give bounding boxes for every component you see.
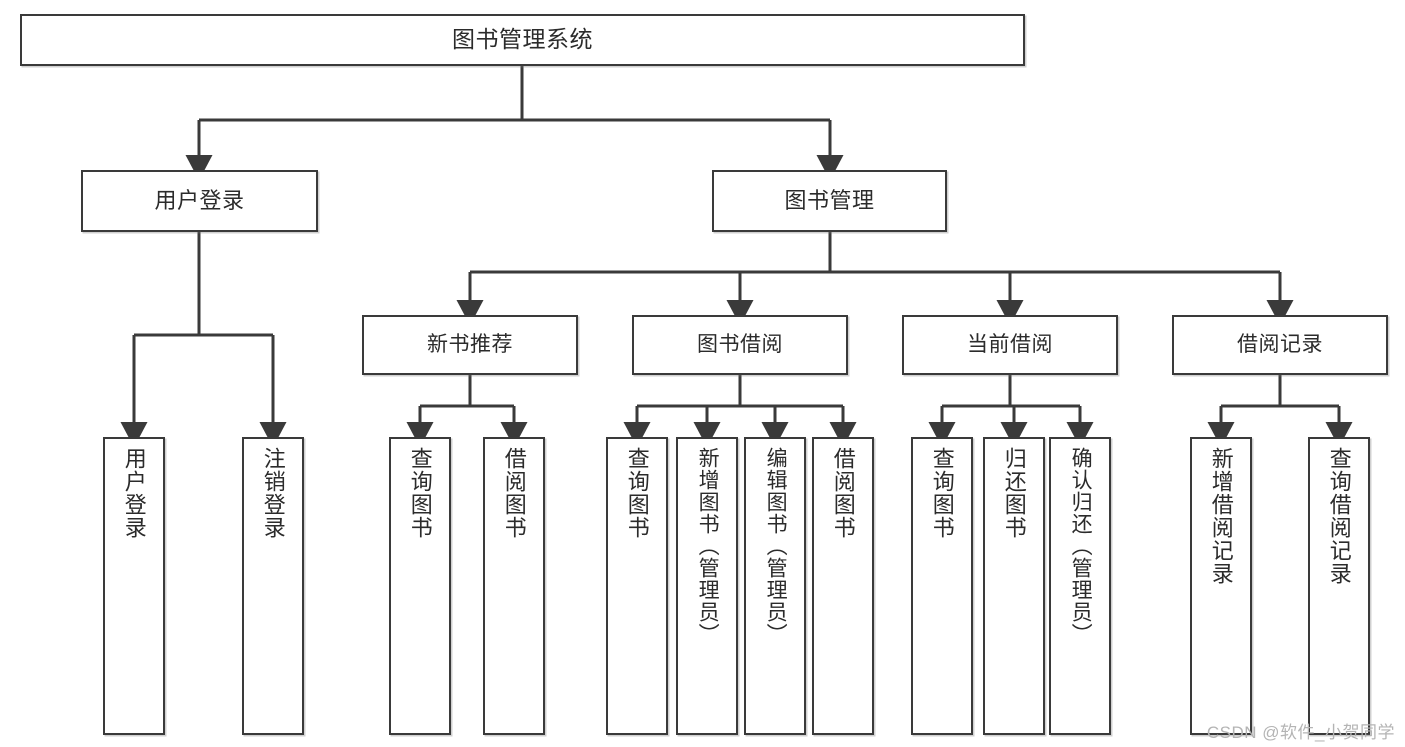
node-leaf-add-record[interactable]: 新增借阅记录 xyxy=(1190,437,1252,735)
node-book-manage-label: 图书管理 xyxy=(784,187,875,213)
node-current-borrow-label: 当前借阅 xyxy=(967,332,1053,356)
node-leaf-edit-book-label: 编辑图书（管理员） xyxy=(764,447,788,645)
node-root-label: 图书管理系统 xyxy=(452,26,593,53)
node-leaf-edit-book[interactable]: 编辑图书（管理员） xyxy=(744,437,806,735)
node-leaf-query-book-1[interactable]: 查询图书 xyxy=(389,437,451,735)
node-root[interactable]: 图书管理系统 xyxy=(20,14,1025,66)
node-leaf-confirm-return-label: 确认归还（管理员） xyxy=(1069,447,1093,645)
node-leaf-user-login-label: 用户登录 xyxy=(121,447,147,539)
node-leaf-user-login[interactable]: 用户登录 xyxy=(103,437,165,735)
node-leaf-add-book[interactable]: 新增图书（管理员） xyxy=(676,437,738,735)
node-leaf-add-record-label: 新增借阅记录 xyxy=(1208,447,1234,585)
node-borrow-record[interactable]: 借阅记录 xyxy=(1172,315,1388,375)
node-book-borrow[interactable]: 图书借阅 xyxy=(632,315,848,375)
node-leaf-confirm-return[interactable]: 确认归还（管理员） xyxy=(1049,437,1111,735)
node-book-borrow-label: 图书借阅 xyxy=(697,332,783,356)
node-leaf-query-book-3[interactable]: 查询图书 xyxy=(911,437,973,735)
node-leaf-query-record-label: 查询借阅记录 xyxy=(1326,447,1352,585)
node-leaf-borrow-book-2[interactable]: 借阅图书 xyxy=(812,437,874,735)
node-user-login-label: 用户登录 xyxy=(154,187,245,213)
node-current-borrow[interactable]: 当前借阅 xyxy=(902,315,1118,375)
node-leaf-user-logout[interactable]: 注销登录 xyxy=(242,437,304,735)
node-book-manage[interactable]: 图书管理 xyxy=(712,170,947,232)
node-leaf-return-book[interactable]: 归还图书 xyxy=(983,437,1045,735)
node-new-book-rec-label: 新书推荐 xyxy=(427,332,513,356)
node-leaf-borrow-book-1-label: 借阅图书 xyxy=(501,447,527,539)
node-leaf-query-book-3-label: 查询图书 xyxy=(929,447,955,539)
node-borrow-record-label: 借阅记录 xyxy=(1237,332,1323,356)
node-leaf-user-logout-label: 注销登录 xyxy=(260,447,286,539)
node-leaf-query-book-2[interactable]: 查询图书 xyxy=(606,437,668,735)
node-leaf-query-book-1-label: 查询图书 xyxy=(407,447,433,539)
node-leaf-query-book-2-label: 查询图书 xyxy=(624,447,650,539)
node-leaf-borrow-book-2-label: 借阅图书 xyxy=(830,447,856,539)
node-leaf-borrow-book-1[interactable]: 借阅图书 xyxy=(483,437,545,735)
node-new-book-rec[interactable]: 新书推荐 xyxy=(362,315,578,375)
node-user-login[interactable]: 用户登录 xyxy=(81,170,318,232)
watermark-text: CSDN @软件_小贺同学 xyxy=(1206,723,1395,742)
node-leaf-add-book-label: 新增图书（管理员） xyxy=(696,447,720,645)
node-leaf-query-record[interactable]: 查询借阅记录 xyxy=(1308,437,1370,735)
node-leaf-return-book-label: 归还图书 xyxy=(1001,447,1027,539)
